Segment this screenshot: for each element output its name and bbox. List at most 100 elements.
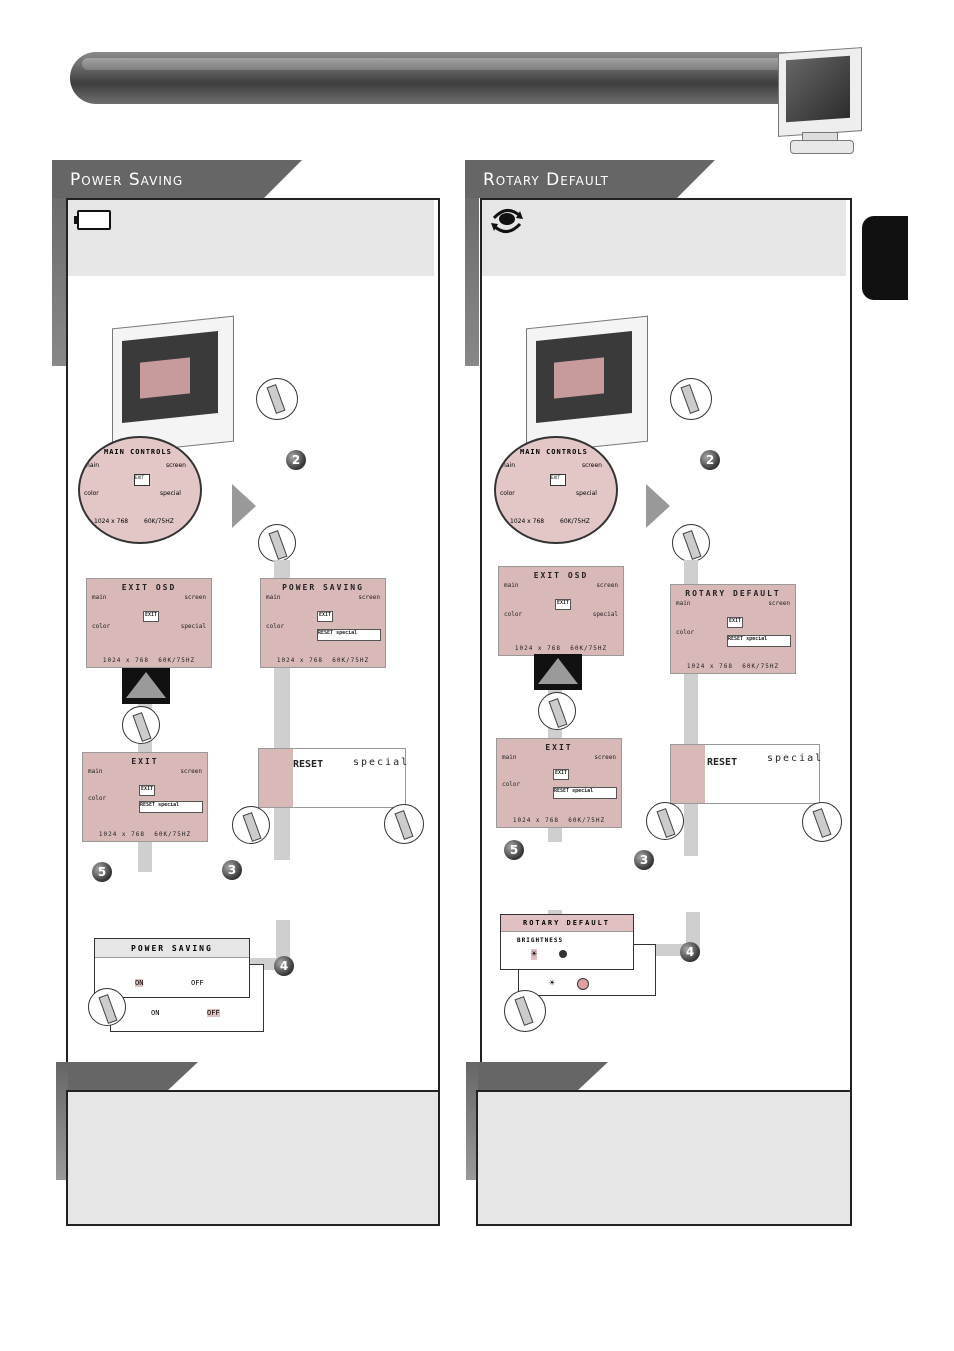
rotary-arrows-icon xyxy=(490,206,524,236)
reset-enlarged-label-r: RESET xyxy=(707,757,738,768)
special-enlarged-label: special xyxy=(353,757,410,768)
step-2-badge: 2 xyxy=(286,450,306,470)
right-footer-shadow xyxy=(466,1062,478,1180)
exit-color: color xyxy=(88,795,107,802)
rd-front-title: ROTARY DEFAULT xyxy=(523,919,611,927)
up-arrow-icon xyxy=(122,668,170,704)
power-saving-header-band xyxy=(68,200,434,276)
ps-back-on: ON xyxy=(151,1009,160,1017)
osd-special: special xyxy=(180,623,206,630)
step-4-badge-r: 4 xyxy=(680,942,700,962)
ps-reset: RESET xyxy=(318,630,334,636)
osd-res: 1024 x 768 xyxy=(102,657,149,664)
button-closeup-r5 xyxy=(802,802,842,842)
button-closeup-r6 xyxy=(504,990,546,1032)
exit-screen: screen xyxy=(180,768,202,775)
exit-box-r: EXIT main screen EXIT RESET special color… xyxy=(496,738,622,828)
screen-osd-thumb-r xyxy=(554,357,604,399)
exit-title-r: EXIT xyxy=(545,743,573,752)
ps-color: color xyxy=(266,623,285,630)
ps-onoff-front: POWER SAVING ON OFF xyxy=(94,938,250,998)
rd-exit: EXIT xyxy=(727,617,743,628)
magnifier-main-controls: MAIN CONTROLS main screen EXIT color spe… xyxy=(78,436,202,544)
rotary-default-tab xyxy=(465,160,715,198)
osd-main-r: main xyxy=(504,582,519,589)
left-panel-shadow xyxy=(52,160,66,366)
rd-color: color xyxy=(676,629,695,636)
ps-front-off: OFF xyxy=(191,979,204,987)
exit-reset: RESET xyxy=(140,802,156,808)
ps-osd-title: POWER SAVING xyxy=(282,583,364,592)
step-5-badge: 5 xyxy=(92,862,112,882)
contrast-icon-1: ☀ xyxy=(549,978,556,989)
rd-freq: 60K/75HZ xyxy=(742,663,780,670)
osd-res-r: 1024 x 768 xyxy=(514,645,561,652)
exit-title: EXIT xyxy=(131,757,159,766)
ps-back-off: OFF xyxy=(207,1009,220,1017)
right-footer-panel xyxy=(476,1090,852,1226)
header-highlight xyxy=(82,58,802,70)
exit-screen-r: screen xyxy=(594,754,616,761)
ps-reset-special: RESET special xyxy=(317,629,381,641)
power-saving-title: Power Saving xyxy=(70,170,184,190)
button-closeup-5 xyxy=(384,804,424,844)
mag-special: special xyxy=(160,490,181,497)
rd-reset: RESET xyxy=(728,636,744,642)
exit-special: special xyxy=(158,802,180,808)
ps-exit: EXIT xyxy=(317,611,333,622)
main-controls-label-r: MAIN CONTROLS xyxy=(520,448,588,456)
exit-freq: 60K/75HZ xyxy=(154,831,192,838)
button-closeup-2 xyxy=(258,524,296,562)
rd-special: special xyxy=(746,636,768,642)
mag-color-r: color xyxy=(500,490,515,497)
button-closeup-3 xyxy=(122,706,160,744)
rd-res: 1024 x 768 xyxy=(686,663,733,670)
left-footer-panel xyxy=(66,1090,440,1226)
brightness-icon-2 xyxy=(559,950,567,958)
mag-resolution-r: 1024 x 768 xyxy=(510,518,545,525)
special-enlarged-label-r: special xyxy=(767,753,824,764)
ps-freq: 60K/75HZ xyxy=(332,657,370,664)
exit-reset-special-r: RESET special xyxy=(553,787,617,799)
monitor-icon xyxy=(772,46,864,154)
exit-special-r: special xyxy=(572,788,594,794)
osd-screen: screen xyxy=(184,594,206,601)
up-arrow-icon-r xyxy=(534,654,582,690)
mag-freq: 60K/75HZ xyxy=(144,518,174,525)
exit-main-r: main xyxy=(502,754,517,761)
rd-brightness-label: BRIGHTNESS xyxy=(517,937,564,944)
button-closeup-r1 xyxy=(670,378,712,420)
rotary-default-title: Rotary Default xyxy=(483,170,609,190)
rd-screen: screen xyxy=(768,600,790,607)
ps-main: main xyxy=(266,594,281,601)
exit-res-r: 1024 x 768 xyxy=(512,817,559,824)
button-closeup-6 xyxy=(88,988,126,1026)
button-closeup-r2 xyxy=(672,524,710,562)
exit-color-r: color xyxy=(502,781,521,788)
rd-osd-title: ROTARY DEFAULT xyxy=(685,589,781,598)
exit-osd-title: EXIT OSD xyxy=(121,583,177,592)
magnifier-main-controls-r: MAIN CONTROLS main screen EXIT color spe… xyxy=(494,436,618,544)
mag-resolution: 1024 x 768 xyxy=(94,518,129,525)
button-closeup-r4 xyxy=(646,802,684,840)
exit-main: main xyxy=(88,768,103,775)
chapter-side-tab xyxy=(862,216,908,300)
osd-exit-box: EXIT xyxy=(143,611,159,622)
mag-screen-r: screen xyxy=(582,462,602,469)
left-footer-shadow xyxy=(56,1062,68,1180)
mag-special-r: special xyxy=(576,490,597,497)
screen-osd-thumb xyxy=(140,357,190,399)
battery-icon xyxy=(74,210,111,230)
step-4-badge: 4 xyxy=(274,956,294,976)
osd-screen-r: screen xyxy=(596,582,618,589)
step-3-badge: 3 xyxy=(222,860,242,880)
exit-res: 1024 x 768 xyxy=(98,831,145,838)
rd-reset-special: RESET special xyxy=(727,635,791,647)
osd-exit-box-r: EXIT xyxy=(555,599,571,610)
button-closeup-r3 xyxy=(538,692,576,730)
exit-exit-r: EXIT xyxy=(553,769,569,780)
reset-special-enlarged-r: RESET special xyxy=(670,744,824,804)
ps-front-on: ON xyxy=(135,979,144,987)
